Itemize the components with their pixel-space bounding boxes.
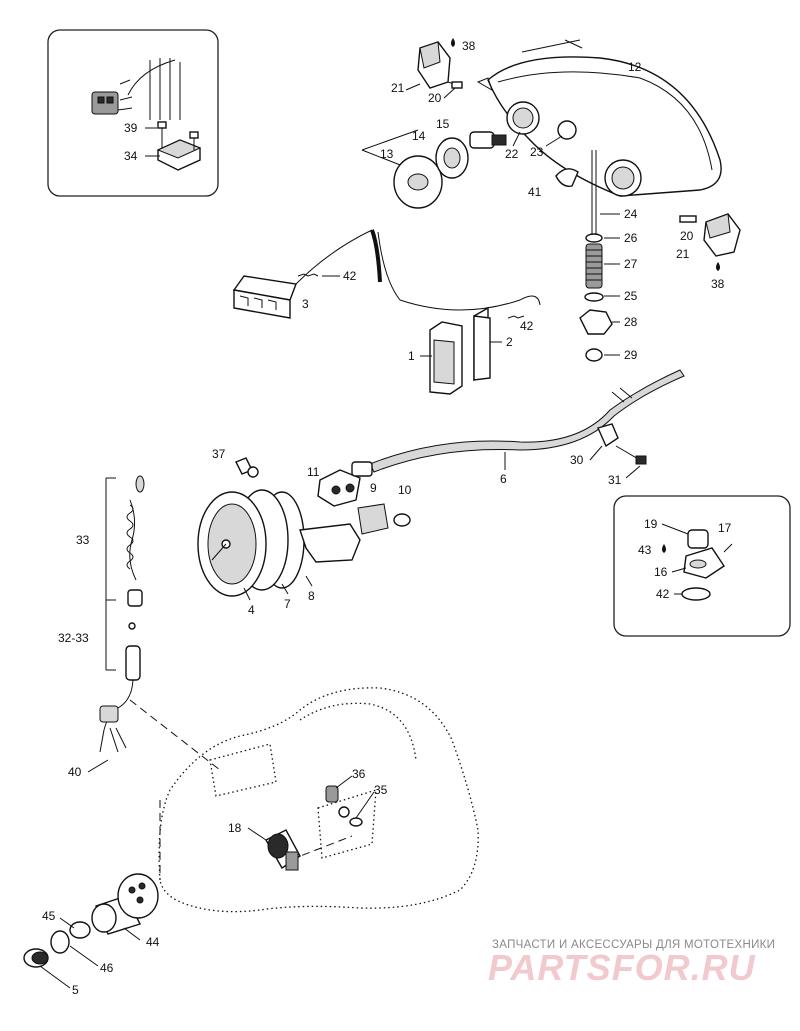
part-18 xyxy=(265,829,301,871)
callout-16: 16 xyxy=(654,565,668,579)
callout-28: 28 xyxy=(624,315,638,329)
drop-icon-lower xyxy=(716,262,720,271)
drop-icon-43 xyxy=(662,544,666,553)
callout-32-33: 32-33 xyxy=(58,631,89,645)
callout-7: 7 xyxy=(284,597,291,611)
wiring-harness-left xyxy=(99,475,145,753)
speedometer xyxy=(197,461,411,597)
callout-10: 10 xyxy=(398,483,412,497)
parts-35-36 xyxy=(325,785,363,827)
drop-icon xyxy=(451,38,455,47)
connector-3 xyxy=(232,229,541,319)
callout-44: 44 xyxy=(146,935,160,949)
callout-42-c: 42 xyxy=(656,587,670,601)
body-shell xyxy=(158,687,479,913)
callout-9: 9 xyxy=(370,481,377,495)
callout-12: 12 xyxy=(628,60,642,74)
bulb-37 xyxy=(235,457,259,478)
inset-regulator xyxy=(47,29,219,197)
callout-20-upper: 20 xyxy=(428,91,442,105)
callout-31: 31 xyxy=(608,473,622,487)
callout-21-upper: 21 xyxy=(391,81,405,95)
callout-25: 25 xyxy=(624,289,638,303)
callout-33: 33 xyxy=(76,533,90,547)
callout-1: 1 xyxy=(408,349,415,363)
callout-13: 13 xyxy=(380,147,394,161)
callout-8: 8 xyxy=(308,589,315,603)
callout-24: 24 xyxy=(624,207,638,221)
callout-18: 18 xyxy=(228,821,242,835)
callout-29: 29 xyxy=(624,348,638,362)
callout-11: 11 xyxy=(307,465,320,479)
callout-22: 22 xyxy=(505,147,519,161)
callout-36: 36 xyxy=(352,767,366,781)
callout-37: 37 xyxy=(212,447,226,461)
key-switch xyxy=(23,873,159,968)
callout-20-lower: 20 xyxy=(680,229,694,243)
callout-46: 46 xyxy=(100,961,114,975)
callout-38-lower: 38 xyxy=(711,277,725,291)
housing-1-2 xyxy=(429,306,491,395)
callout-6: 6 xyxy=(500,472,507,486)
callout-23: 23 xyxy=(530,145,544,159)
callout-42-a: 42 xyxy=(343,269,357,283)
callout-34: 34 xyxy=(124,149,138,163)
callout-30: 30 xyxy=(570,453,584,467)
watermark-logo: PARTSFOR.RU xyxy=(488,947,756,988)
callout-17: 17 xyxy=(718,521,732,535)
bracket-lower xyxy=(679,213,741,257)
callout-26: 26 xyxy=(624,231,638,245)
bulb-group xyxy=(361,129,507,209)
callout-19: 19 xyxy=(644,517,658,531)
callout-41: 41 xyxy=(528,185,542,199)
callout-43: 43 xyxy=(638,543,652,557)
headlight-assembly xyxy=(476,39,722,240)
callout-15: 15 xyxy=(436,117,450,131)
clip-41 xyxy=(555,168,579,187)
callout-4: 4 xyxy=(248,603,255,617)
callout-40: 40 xyxy=(68,765,82,779)
callout-39: 39 xyxy=(124,121,138,135)
inset-sender xyxy=(613,495,791,637)
callout-21-lower: 21 xyxy=(676,247,690,261)
callout-38-upper: 38 xyxy=(462,39,476,53)
watermark-tagline: ЗАПЧАСТИ И АКСЕССУАРЫ ДЛЯ МОТОТЕХНИКИ xyxy=(492,939,775,951)
callout-35: 35 xyxy=(374,783,388,797)
callout-5: 5 xyxy=(72,983,79,997)
callout-42-b: 42 xyxy=(520,319,534,333)
cable-6 xyxy=(369,369,685,473)
adjuster-stack xyxy=(579,233,613,362)
callout-27: 27 xyxy=(624,257,638,271)
callout-2: 2 xyxy=(506,335,513,349)
callout-14: 14 xyxy=(412,129,426,143)
bracket-upper xyxy=(417,41,463,89)
callout-45: 45 xyxy=(42,909,56,923)
callout-3: 3 xyxy=(302,297,309,311)
